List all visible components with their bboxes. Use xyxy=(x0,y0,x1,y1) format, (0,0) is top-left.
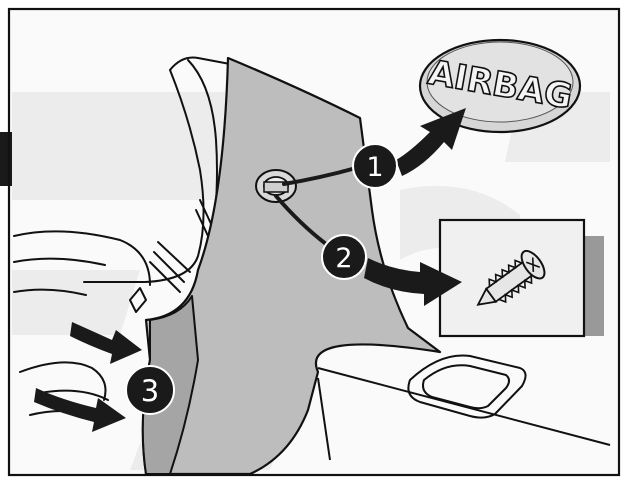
callout-1-number: 1 xyxy=(366,152,383,183)
callout-3-number: 3 xyxy=(141,374,159,408)
edge-tab xyxy=(0,132,14,186)
callout-1: 1 xyxy=(353,144,397,188)
callout-2: 2 xyxy=(322,235,366,279)
arrow-lower-left xyxy=(34,388,126,432)
arrow-to-airbag-badge xyxy=(396,108,466,176)
screw-inset xyxy=(440,220,604,336)
floor-lines xyxy=(318,356,610,461)
callout-2-number: 2 xyxy=(335,243,352,274)
callout-3: 3 xyxy=(126,366,174,414)
